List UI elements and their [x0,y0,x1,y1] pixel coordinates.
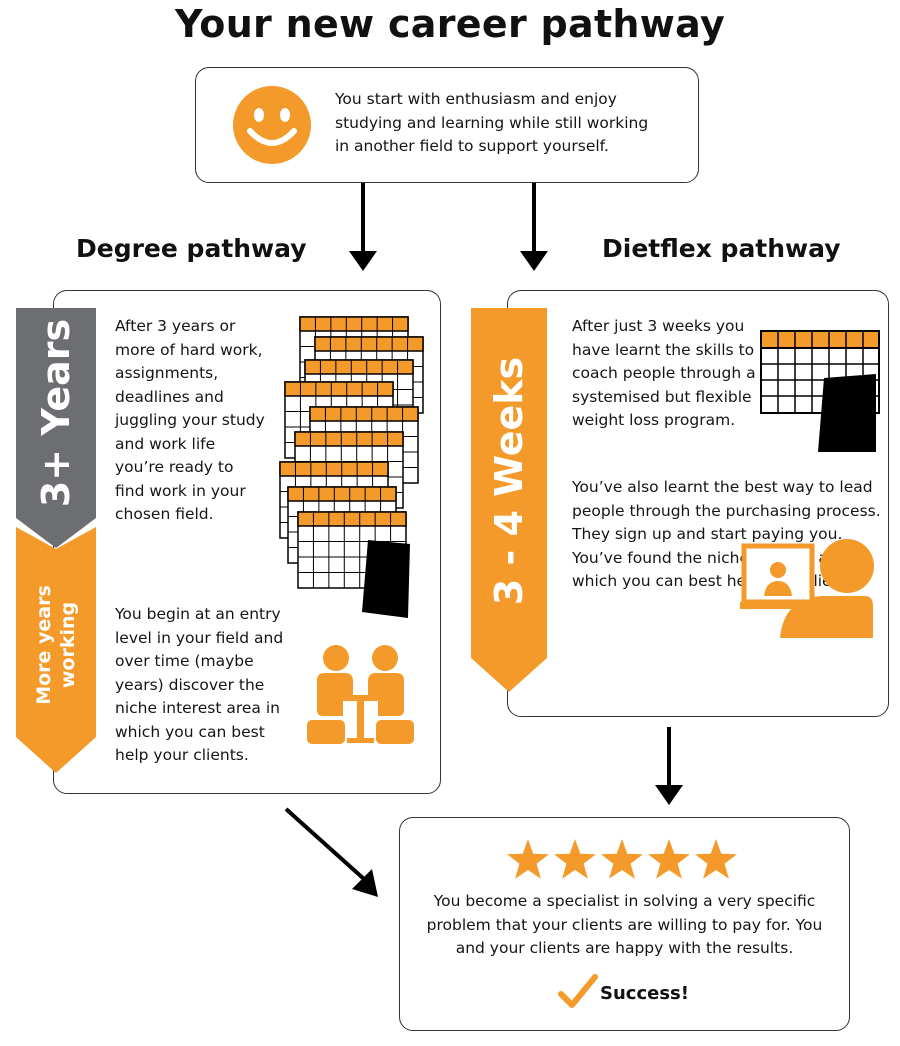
dietflex-duration-label: 3 - 4 Weeks [487,356,531,605]
dietflex-duration-banner [471,308,547,692]
intro-box [195,67,699,183]
degree-working-label: More years working [33,584,80,705]
degree-duration-banner [16,308,96,548]
degree-duration-label: 3+ Years [34,318,78,508]
degree-pathway-heading: Degree pathway [76,234,307,263]
intro-text: You start with enthusiasm and enjoy stud… [335,90,649,155]
calendar-page-flip [362,540,410,618]
stacked-calendars-icon [279,316,424,618]
degree-text-2: You begin at an entry level in your fiel… [115,605,284,764]
star-icon [648,839,690,879]
dietflex-text-1: After just 3 weeks you have learnt the s… [572,317,756,429]
people-meeting-icon [307,645,414,744]
page-title: Your new career pathway [174,2,726,46]
rating-stars-icon [507,839,737,879]
arrow-down-result-icon [655,727,683,805]
star-icon [601,839,643,879]
degree-working-banner [16,527,96,773]
arrow-down-left-icon [349,183,377,271]
calendar-icon [760,330,880,452]
dietflex-pathway-heading: Dietflex pathway [602,234,841,263]
star-icon [695,839,737,879]
video-call-icon [740,539,874,638]
arrow-down-right-icon [520,183,548,271]
arrow-diagonal-icon [284,807,378,897]
degree-text-1: After 3 years or more of hard work, assi… [115,317,265,523]
checkmark-icon [558,974,598,1008]
smiley-face-icon [233,86,311,164]
success-label: Success! [600,983,689,1004]
star-icon [554,839,596,879]
result-text: You become a specialist in solving a ver… [426,892,823,957]
dietflex-text-2: You’ve also learnt the best way to lead … [572,478,881,590]
star-icon [507,839,549,879]
